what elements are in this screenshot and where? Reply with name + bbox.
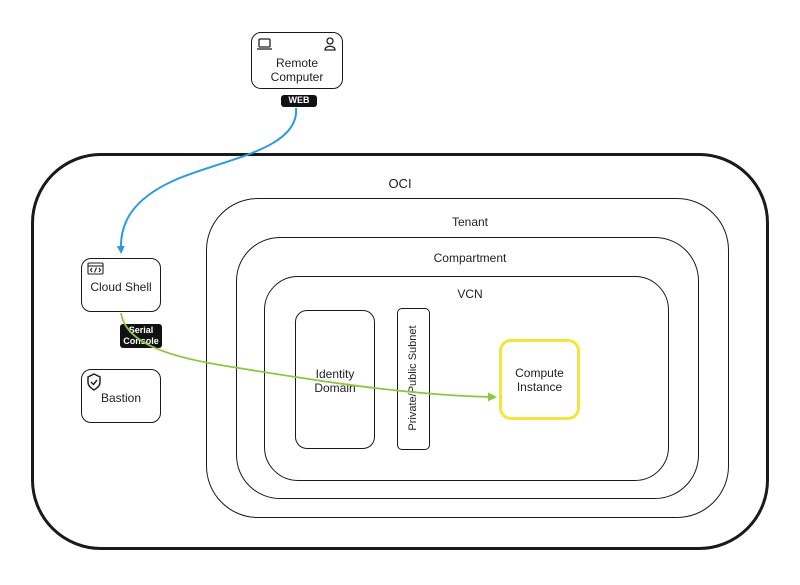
shield-check-icon: [87, 373, 101, 391]
compartment-label: Compartment: [433, 251, 507, 265]
compute-instance-node[interactable]: [499, 339, 580, 420]
web-connector: [116, 107, 298, 254]
remote-computer-label: Remote Computer: [270, 56, 324, 84]
oci-label: OCI: [388, 176, 412, 191]
tenant-label: Tenant: [451, 215, 489, 229]
bastion-node[interactable]: [81, 369, 161, 423]
vcn-label: VCN: [457, 287, 483, 301]
compute-instance-label: Compute Instance: [515, 366, 564, 394]
subnet-node[interactable]: [397, 308, 430, 450]
serial-console-connector: [120, 312, 497, 402]
bastion-label: Bastion: [100, 391, 142, 405]
code-window-icon: [87, 262, 104, 275]
cloud-shell-label: Cloud Shell: [90, 280, 152, 294]
cloud-shell-node[interactable]: [81, 258, 161, 312]
web-tag: WEB: [281, 95, 317, 107]
user-icon: [324, 37, 336, 51]
laptop-icon: [257, 38, 272, 50]
